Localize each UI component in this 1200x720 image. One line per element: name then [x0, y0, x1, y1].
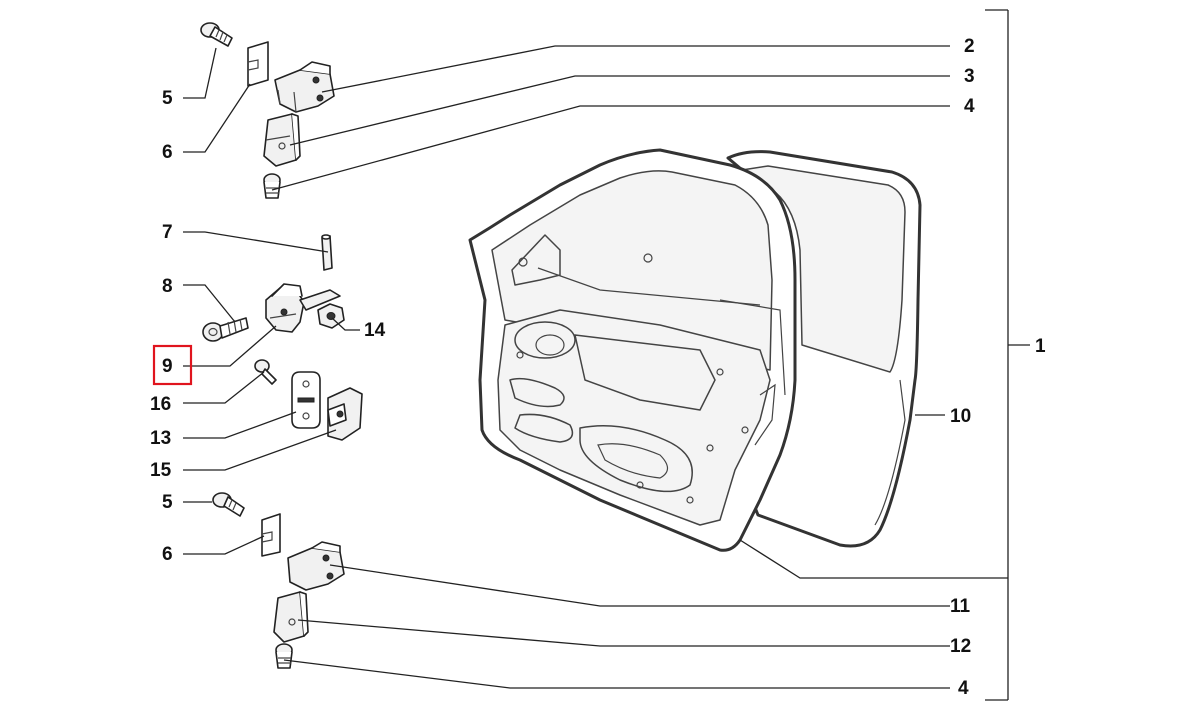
callout-labels: 1 2 3 4 5 6 7 8 9 10 11 12 13 14 15 16 5… — [150, 36, 1046, 699]
screw-small — [254, 359, 277, 385]
callout-6-bottom: 6 — [162, 544, 173, 565]
hinge-half-lower-top — [263, 113, 301, 167]
bolt-bottom — [212, 492, 245, 517]
callout-14: 14 — [364, 320, 386, 341]
callout-16: 16 — [150, 394, 171, 415]
door-check-bracket — [327, 387, 363, 441]
callout-15: 15 — [150, 460, 172, 481]
hinge-half-upper-bottom — [287, 541, 345, 591]
callout-10: 10 — [950, 406, 971, 427]
callout-2: 2 — [964, 36, 975, 57]
door-check-strap — [265, 283, 341, 333]
callout-9: 9 — [162, 356, 173, 377]
shim-plate-top — [247, 41, 269, 87]
callout-9-highlight — [152, 344, 193, 386]
callout-12: 12 — [950, 636, 971, 657]
callout-13: 13 — [150, 428, 171, 449]
callout-6-top: 6 — [162, 142, 173, 163]
nut — [317, 303, 345, 329]
callout-4-bottom: 4 — [958, 678, 969, 699]
assembly-bracket — [985, 9, 1030, 701]
leader-lines — [183, 45, 1008, 689]
door-panel-front — [468, 148, 797, 552]
callout-4-top: 4 — [964, 96, 975, 117]
hinge-half-upper-top — [274, 61, 335, 113]
callout-11: 11 — [950, 596, 971, 617]
hinge-half-lower-bottom — [273, 591, 309, 643]
callout-1: 1 — [1035, 336, 1046, 357]
bolt-small-top — [263, 173, 281, 199]
callout-5-top: 5 — [162, 88, 173, 109]
bolt-small-bottom — [275, 643, 293, 669]
bolt-top — [200, 22, 233, 47]
callout-5-bottom: 5 — [162, 492, 173, 513]
callout-3: 3 — [964, 66, 975, 87]
shim-plate-bottom — [261, 513, 281, 557]
pin — [321, 234, 333, 271]
callout-8: 8 — [162, 276, 173, 297]
screw — [202, 317, 249, 342]
mounting-plate — [291, 371, 321, 429]
callout-7: 7 — [162, 222, 173, 243]
